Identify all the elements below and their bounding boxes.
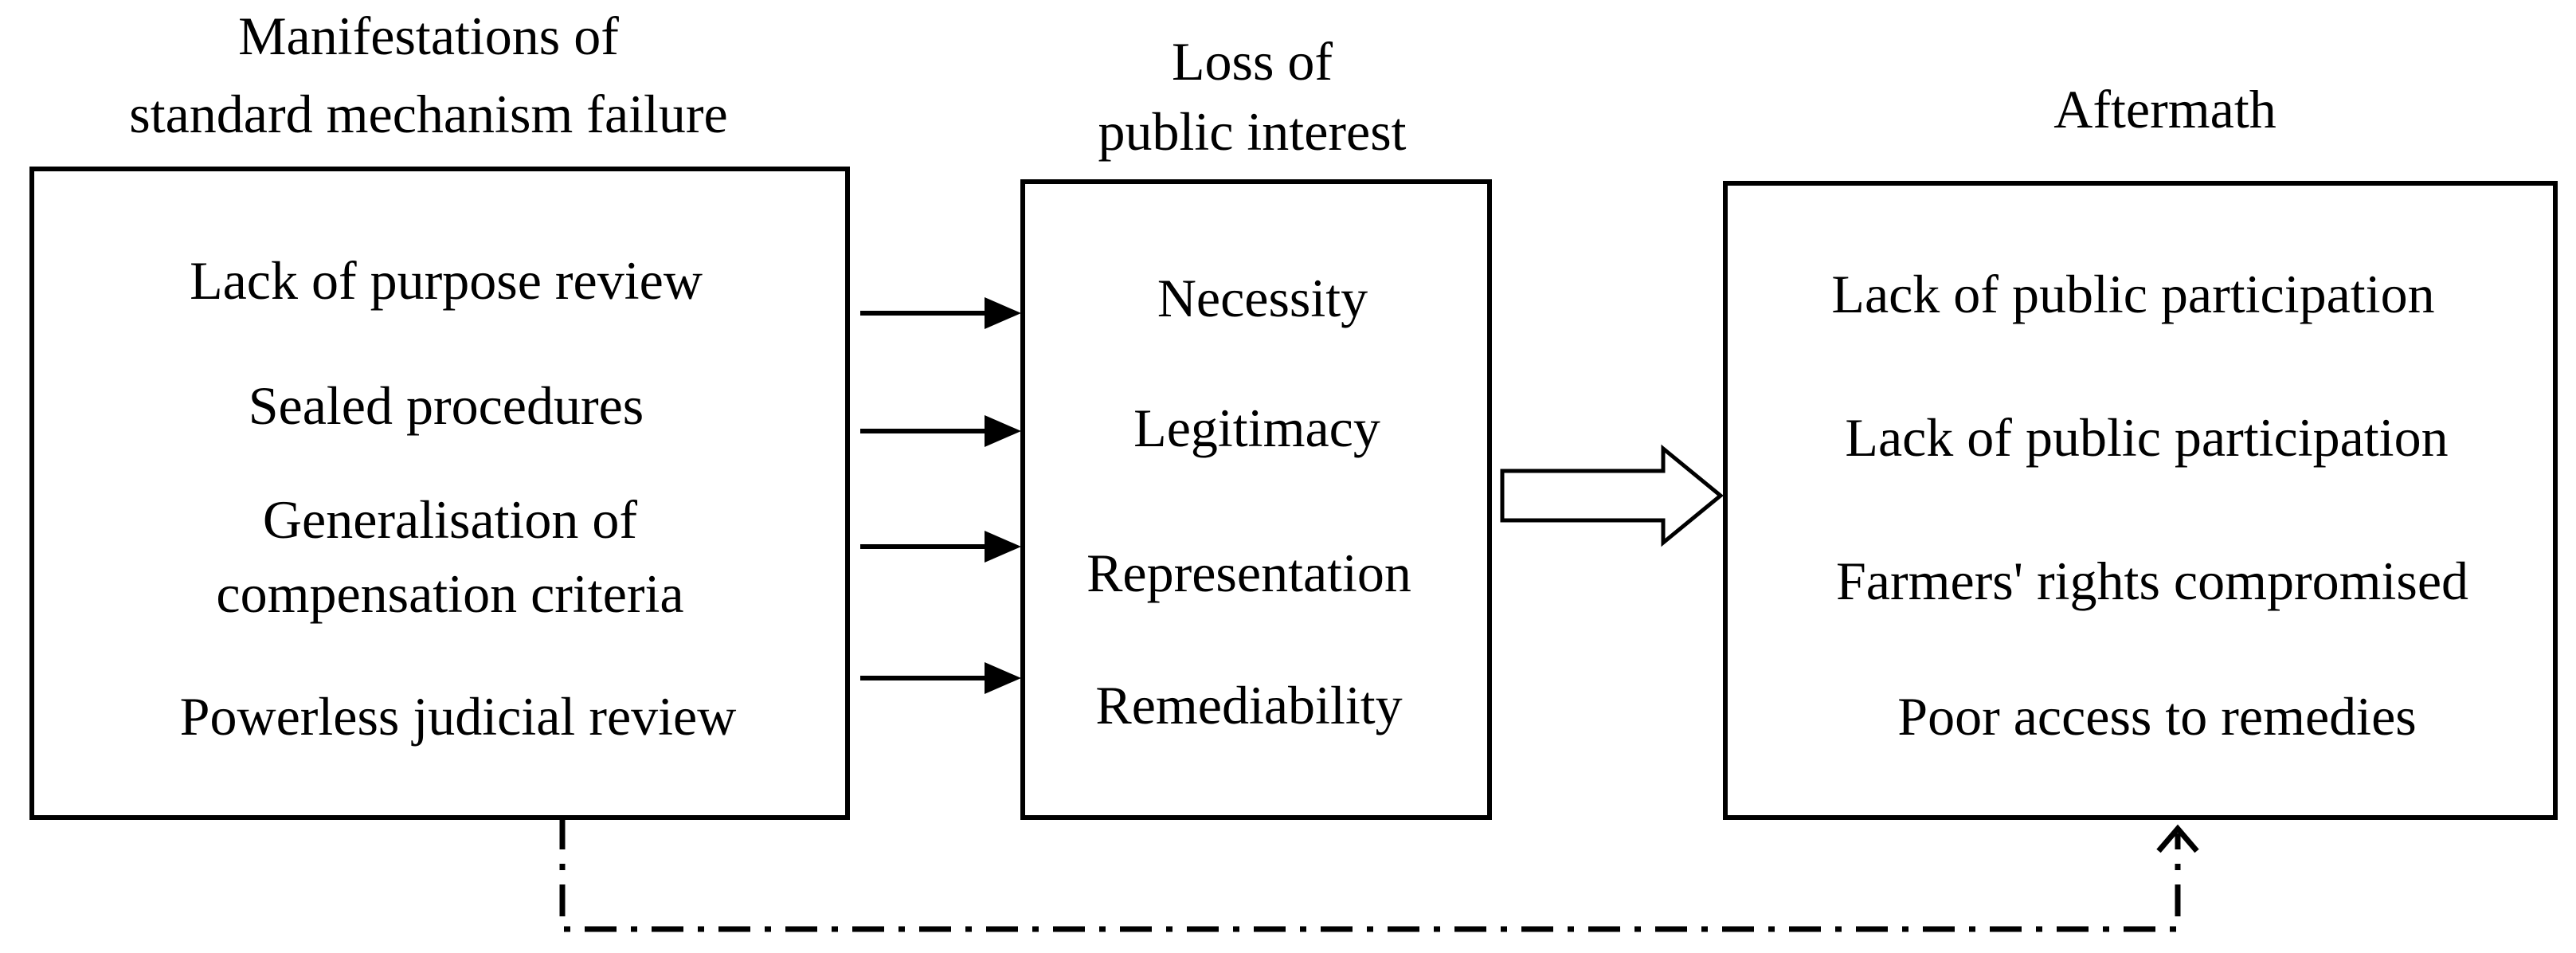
right-item-2: Lack of public participation — [1845, 407, 2448, 468]
right-item-1: Lack of public participation — [1831, 264, 2434, 324]
middle-header-line-1: Loss of — [1172, 31, 1333, 92]
middle-box — [1020, 179, 1492, 820]
right-header: Aftermath — [2053, 79, 2276, 139]
middle-column: Loss of public interest Necessity Legiti… — [1020, 31, 1492, 820]
left-column: Manifestations of standard mechanism fai… — [29, 6, 850, 820]
right-column: Aftermath Lack of public participation L… — [1723, 79, 2558, 820]
left-header-line-1: Manifestations of — [238, 6, 619, 66]
left-box — [29, 167, 850, 820]
arrow-4 — [860, 662, 1021, 694]
middle-item-remediability: Remediability — [1095, 675, 1402, 735]
middle-item-necessity: Necessity — [1157, 268, 1368, 328]
dash-dot-feedback-connector — [559, 818, 2199, 932]
middle-item-representation: Representation — [1086, 543, 1411, 603]
right-item-3: Farmers' rights compromised — [1836, 551, 2468, 611]
left-header-line-2: standard mechanism failure — [129, 84, 728, 144]
left-item-judicial-review: Powerless judicial review — [180, 686, 737, 747]
left-item-sealed-procedures: Sealed procedures — [249, 375, 644, 436]
right-box — [1723, 181, 2558, 820]
left-to-middle-arrows — [860, 297, 1021, 694]
hollow-block-arrow — [1500, 444, 1724, 547]
arrow-1 — [860, 297, 1021, 329]
middle-header-line-2: public interest — [1098, 101, 1406, 162]
left-item-purpose-review: Lack of purpose review — [190, 250, 703, 311]
left-item-generalisation-line-1: Generalisation of — [263, 489, 638, 550]
left-item-generalisation-line-2: compensation criteria — [216, 563, 683, 624]
connector-arrowhead — [2156, 824, 2199, 853]
right-item-4: Poor access to remedies — [1897, 686, 2416, 747]
arrow-3 — [860, 531, 1021, 563]
middle-item-legitimacy: Legitimacy — [1133, 398, 1380, 458]
arrow-2 — [860, 415, 1021, 447]
